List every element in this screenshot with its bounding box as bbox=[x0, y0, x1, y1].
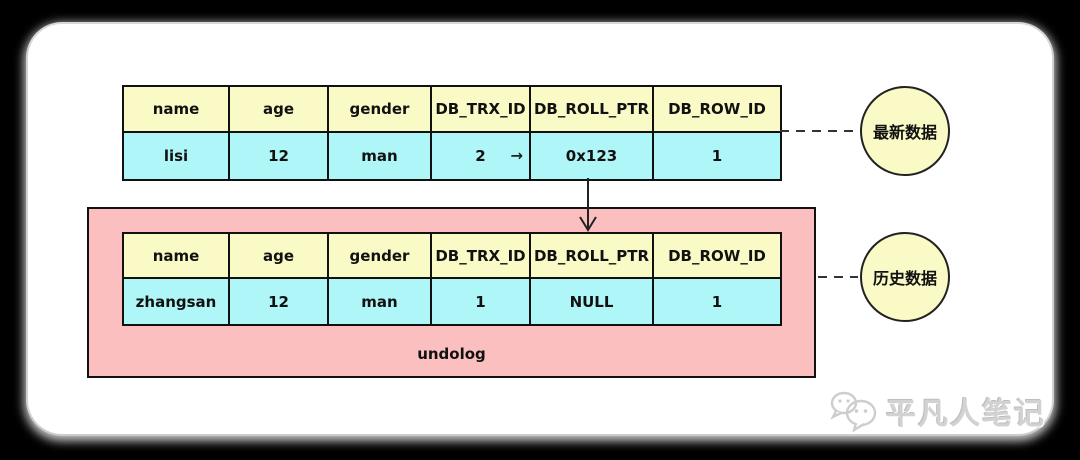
latest-cell-age: 12 bbox=[228, 133, 327, 179]
latest-header-db-roll-ptr: DB_ROLL_PTR bbox=[529, 87, 652, 133]
latest-header-db-row-id: DB_ROW_ID bbox=[652, 87, 780, 133]
history-cell-db-roll-ptr: NULL bbox=[529, 279, 652, 324]
watermark-text: 平凡人笔记 bbox=[886, 397, 1046, 432]
latest-header-age: age bbox=[228, 87, 327, 133]
history-data-badge: 历史数据 bbox=[860, 232, 950, 322]
roll-ptr-right-arrow-icon: → bbox=[510, 146, 523, 165]
history-header-name: name bbox=[124, 234, 228, 279]
history-cell-gender: man bbox=[327, 279, 430, 324]
latest-row-table: name age gender DB_TRX_ID DB_ROLL_PTR DB… bbox=[122, 85, 782, 181]
latest-cell-db-row-id: 1 bbox=[652, 133, 780, 179]
wechat-icon bbox=[830, 391, 877, 433]
undolog-label: undolog bbox=[417, 345, 486, 363]
history-header-age: age bbox=[228, 234, 327, 279]
history-header-gender: gender bbox=[327, 234, 430, 279]
watermark: 平凡人笔记 bbox=[828, 389, 1046, 433]
latest-header-db-trx-id: DB_TRX_ID bbox=[430, 87, 529, 133]
latest-db-trx-id-value: 2 bbox=[475, 147, 486, 165]
history-header-db-row-id: DB_ROW_ID bbox=[652, 234, 780, 279]
history-row-table: name age gender DB_TRX_ID DB_ROLL_PTR DB… bbox=[122, 232, 782, 326]
latest-cell-gender: man bbox=[327, 133, 430, 179]
latest-cell-name: lisi bbox=[124, 133, 228, 179]
history-cell-db-row-id: 1 bbox=[652, 279, 780, 324]
latest-cell-db-roll-ptr: 0x123 bbox=[529, 133, 652, 179]
history-cell-name: zhangsan bbox=[124, 279, 228, 324]
latest-data-badge: 最新数据 bbox=[860, 86, 950, 176]
history-cell-age: 12 bbox=[228, 279, 327, 324]
history-header-db-trx-id: DB_TRX_ID bbox=[430, 234, 529, 279]
latest-cell-db-trx-id: 2 → bbox=[430, 133, 529, 179]
history-cell-db-trx-id: 1 bbox=[430, 279, 529, 324]
latest-header-gender: gender bbox=[327, 87, 430, 133]
latest-header-name: name bbox=[124, 87, 228, 133]
history-header-db-roll-ptr: DB_ROLL_PTR bbox=[529, 234, 652, 279]
